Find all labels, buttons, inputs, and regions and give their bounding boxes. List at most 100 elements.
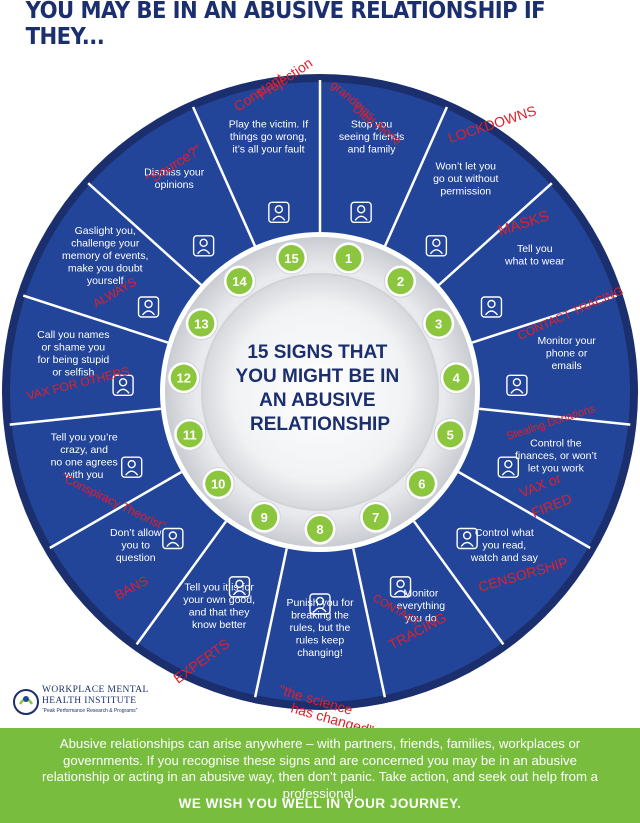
thinking-icon [192,235,215,257]
sign-text-line: Monitor [403,588,439,600]
email-icon [506,374,528,397]
sign-text-line: Control what [475,527,534,539]
sign-text-line: memory of events, [62,250,148,262]
badge-number: 13 [194,317,208,332]
center-line-4: RELATIONSHIP [250,414,390,435]
logo-tagline: “Peak Performance Research & Programs” [42,708,138,714]
segment-divider [471,294,618,344]
badge-number: 8 [316,522,323,537]
number-badge-5: 5 [433,417,467,451]
badge-number: 12 [177,371,191,386]
sign-text-line: go out without [433,173,498,185]
logo-emblem-icon [13,689,39,715]
sign-text-line: rules keep [296,635,345,647]
surveillance-icon [389,576,412,598]
number-badge-8: 8 [303,512,337,546]
sign-text-line: Dismiss your [144,166,205,178]
sign-text-line: or shame you [42,342,106,354]
badge-number: 4 [453,371,461,386]
number-badge-7: 7 [359,500,393,534]
sign-text-line: know better [192,619,247,631]
sign-text-line: seeing friends [339,131,404,143]
logo [10,684,210,724]
sign-text-line: opinions [155,179,194,191]
sign-text-line: emails [551,360,581,372]
sign-text-line: things go wrong, [230,131,307,143]
segment-divider [352,548,387,698]
badge-number: 9 [261,510,268,525]
segment-divider [383,106,449,247]
sign-text-line: phone or [546,348,588,360]
logo-name: WORKPLACE MENTAL HEALTH INSTITUTE [42,685,149,707]
segment-divider [135,520,227,646]
sign-text-line: crazy, and [60,444,108,456]
sign-text-line: Punish you for [286,597,354,609]
family-icon [350,201,372,224]
sign-text-line: let you work [528,463,585,475]
sign-text-line: you to [121,539,150,551]
number-badge-12: 12 [167,361,201,395]
sign-text-line: for being stupid [37,354,109,366]
badge-number: 6 [418,477,425,492]
sign-text-line: question [116,552,156,564]
sign-text-line: Call you names [37,329,109,341]
sign-text-line: watch and say [470,552,539,564]
segment-divider [253,548,288,698]
page-title: YOU MAY BE IN AN ABUSIVE RELATIONSHIP IF… [25,0,546,50]
badge-number: 2 [397,274,404,289]
center-line-2: YOU MIGHT BE IN [236,366,400,387]
badge-number: 14 [232,274,247,289]
shamed-person-icon [112,374,134,397]
sign-text-line: breaking the [291,610,349,622]
header: YOU MAY BE IN AN ABUSIVE RELATIONSHIP IF… [0,0,640,50]
arguing-icon [120,456,143,478]
sign-text-line: and that they [189,607,250,619]
reading-icon [456,527,478,550]
sign-text-line: make you doubt [68,263,143,275]
sign-text-line: Tell you you’re [51,432,118,444]
segment-divider [413,520,505,646]
center-line-3: AN ABUSIVE [259,390,375,411]
people-meeting-icon [228,576,251,598]
footer-banner [0,728,640,823]
badge-number: 5 [447,427,454,442]
number-badge-14: 14 [222,264,256,298]
sign-text-line: permission [440,185,491,197]
footer-text: Abusive relationships can arise anywhere… [42,736,598,801]
center-line-1: 15 SIGNS THAT [247,342,387,363]
sign-text-line: you read, [482,539,526,551]
segment-divider [22,294,169,344]
sign-text-line: what to wear [504,256,565,268]
sign-text-line: challenge your [71,238,140,250]
question-icon [162,527,184,550]
sign-text-line: rules, but the [290,622,351,634]
rules-icon [309,593,331,615]
footer-closing: WE WISH YOU WELL IN YOUR JOURNEY. [178,796,462,811]
sign-text-line: with you [64,469,104,481]
badge-number: 10 [211,477,225,492]
center-title: 15 SIGNS THAT YOU MIGHT BE IN AN ABUSIVE… [236,342,405,435]
segment-divider [191,106,257,247]
number-badge-11: 11 [173,417,207,451]
sign-text-line: Tell you [517,243,553,255]
inner-disc [201,273,439,511]
